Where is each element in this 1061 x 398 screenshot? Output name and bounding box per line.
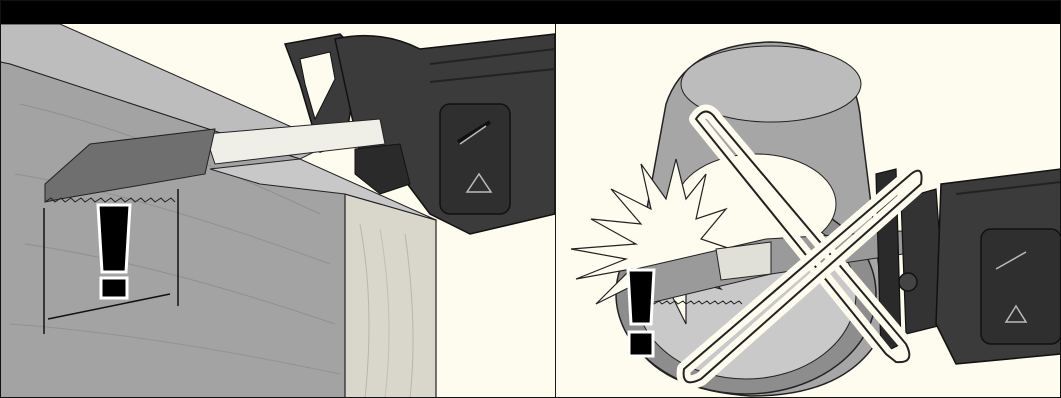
warning-exclamation-icon (98, 205, 130, 298)
header-bar (0, 0, 1061, 24)
correct-cut-illustration (0, 24, 555, 398)
warning-exclamation-icon (628, 270, 654, 356)
incorrect-cut-illustration (556, 24, 1061, 398)
panel-correct-cut (0, 24, 556, 398)
panel-incorrect-cut (556, 24, 1061, 398)
